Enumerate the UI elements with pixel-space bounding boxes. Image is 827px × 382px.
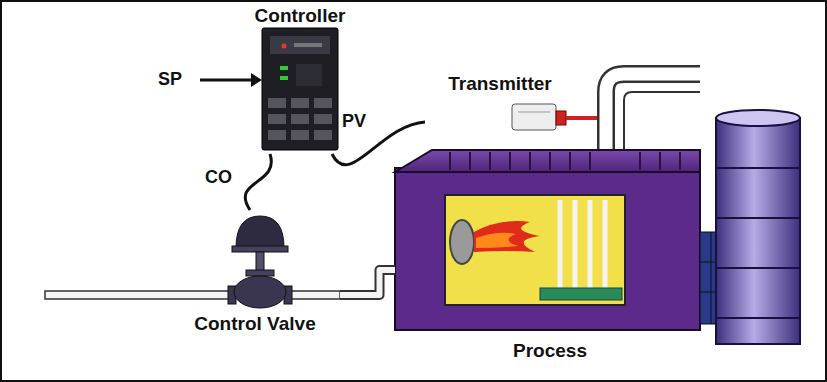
node-title: Process (513, 339, 587, 362)
signal-label: SP (156, 69, 184, 89)
node-title: Control Valve (194, 312, 315, 335)
signal-label: PV (340, 111, 368, 131)
signal-wire (245, 154, 271, 210)
distillation-column (700, 110, 800, 344)
connector-line (245, 154, 271, 210)
transmitter-device (512, 104, 597, 130)
connector-line (340, 270, 395, 295)
pipe-connector (340, 270, 395, 295)
signal-label-box: CO (203, 166, 234, 188)
signal-label: CO (203, 167, 234, 187)
process-node: Process (395, 145, 705, 362)
setpoint-arrow (200, 73, 262, 87)
signal-label-box: PV (340, 110, 368, 132)
pipe (45, 291, 340, 299)
pipe-inner (340, 270, 395, 295)
node-title: Transmitter (448, 72, 551, 95)
control-valve-symbol (228, 216, 292, 308)
controller-panel (262, 28, 338, 150)
signal-label-box: SP (156, 68, 184, 90)
control-valve-node: Control Valve (170, 210, 340, 335)
stack-pipe (606, 74, 702, 152)
node-title: Controller (255, 4, 346, 27)
controller-node: Controller (240, 4, 360, 154)
furnace (395, 150, 700, 330)
transmitter-node: Transmitter (425, 72, 575, 134)
